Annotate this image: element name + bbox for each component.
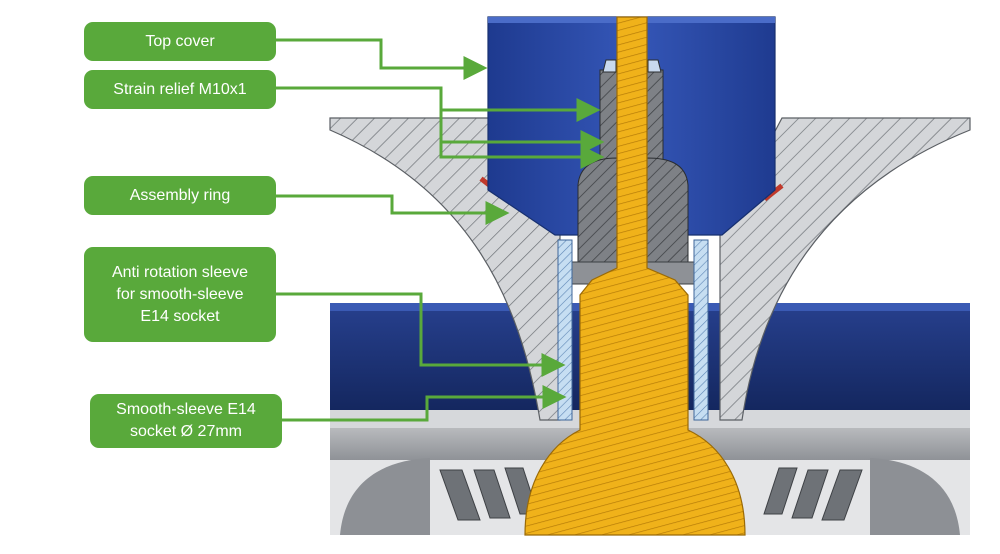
anti-rotation-sleeve-left: [557, 239, 573, 421]
arrow-top-cover: [276, 38, 488, 80]
label-strain-relief: Strain relief M10x1: [84, 70, 276, 109]
label-anti-rotation-sleeve: Anti rotation sleeve for smooth-sleeve E…: [84, 247, 276, 342]
inner-body-section: [577, 157, 618, 263]
arrow-strain-relief-3: [439, 142, 605, 169]
label-top-cover: Top cover: [84, 22, 276, 61]
e14-socket: [524, 16, 746, 536]
leader-arrows: [276, 38, 605, 422]
label-assembly-ring: Assembly ring: [84, 176, 276, 215]
label-socket: Smooth-sleeve E14 socket Ø 27mm: [90, 394, 282, 448]
arrow-assembly-ring: [276, 194, 510, 225]
inner-body-section-right: [646, 157, 689, 263]
funnel-section-right: [719, 117, 971, 421]
arrow-anti-rotation: [276, 292, 566, 377]
arrow-strain-relief-1: [276, 86, 601, 122]
anti-rotation-sleeve-right: [693, 239, 709, 421]
arrow-socket: [282, 385, 567, 422]
